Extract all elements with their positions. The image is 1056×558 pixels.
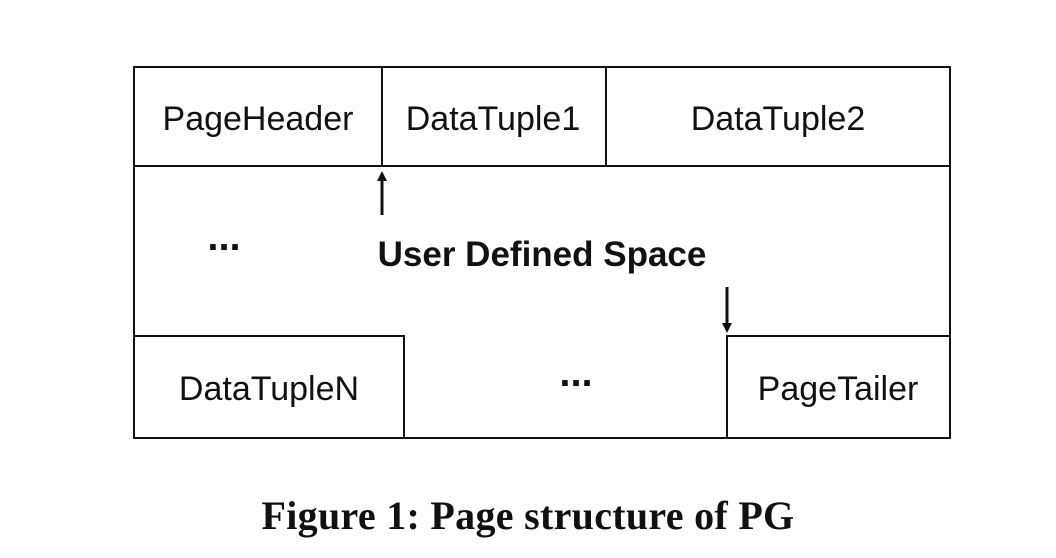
data-tuple-1-label: DataTuple1 xyxy=(406,100,581,138)
page-tailer-cell-border xyxy=(726,335,950,438)
bottom-ellipsis: ... xyxy=(559,351,592,395)
figure-caption: Figure 1: Page structure of PG xyxy=(261,493,795,538)
data-tuple-n-cell-border xyxy=(134,335,405,438)
page-tailer-label: PageTailer xyxy=(758,370,919,408)
page-structure-diagram: PageHeader DataTuple1 DataTuple2 ... Use… xyxy=(133,66,951,439)
middle-ellipsis: ... xyxy=(207,215,240,259)
user-defined-space-label: User Defined Space xyxy=(378,235,707,274)
data-tuple-2-label: DataTuple2 xyxy=(691,100,866,138)
page-header-label: PageHeader xyxy=(163,100,354,138)
data-tuple-n-label: DataTupleN xyxy=(179,370,359,408)
page-frame xyxy=(133,66,951,439)
